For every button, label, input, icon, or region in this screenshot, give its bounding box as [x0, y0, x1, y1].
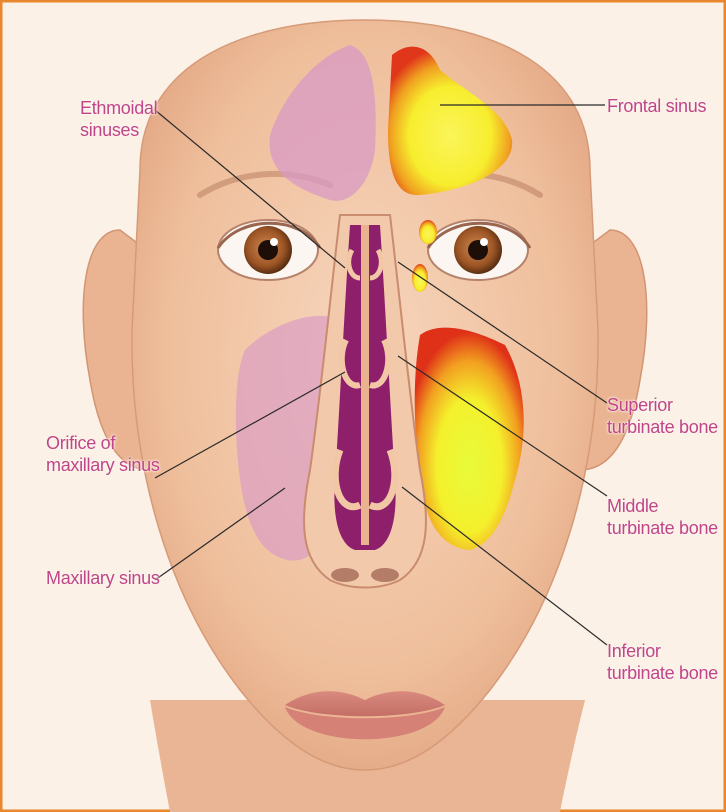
label-frontal-sinus: Frontal sinus	[607, 95, 706, 117]
left-nostril	[331, 568, 359, 582]
label-maxillary-sinus: Maxillary sinus	[46, 567, 160, 589]
right-ethmoid-cell-upper	[419, 220, 437, 244]
right-nostril	[371, 568, 399, 582]
right-eye-highlight	[480, 238, 488, 246]
left-eye-highlight	[270, 238, 278, 246]
label-ethmoidal-sinuses: Ethmoidal sinuses	[80, 97, 157, 141]
right-ethmoid-cell-lower	[412, 264, 428, 292]
label-orifice-of-maxillary-sinus: Orifice of maxillary sinus	[46, 432, 160, 476]
label-superior-turbinate-bone: Superior turbinate bone	[607, 394, 718, 438]
nasal-septum	[361, 225, 369, 545]
label-inferior-turbinate-bone: Inferior turbinate bone	[607, 640, 718, 684]
label-middle-turbinate-bone: Middle turbinate bone	[607, 495, 718, 539]
